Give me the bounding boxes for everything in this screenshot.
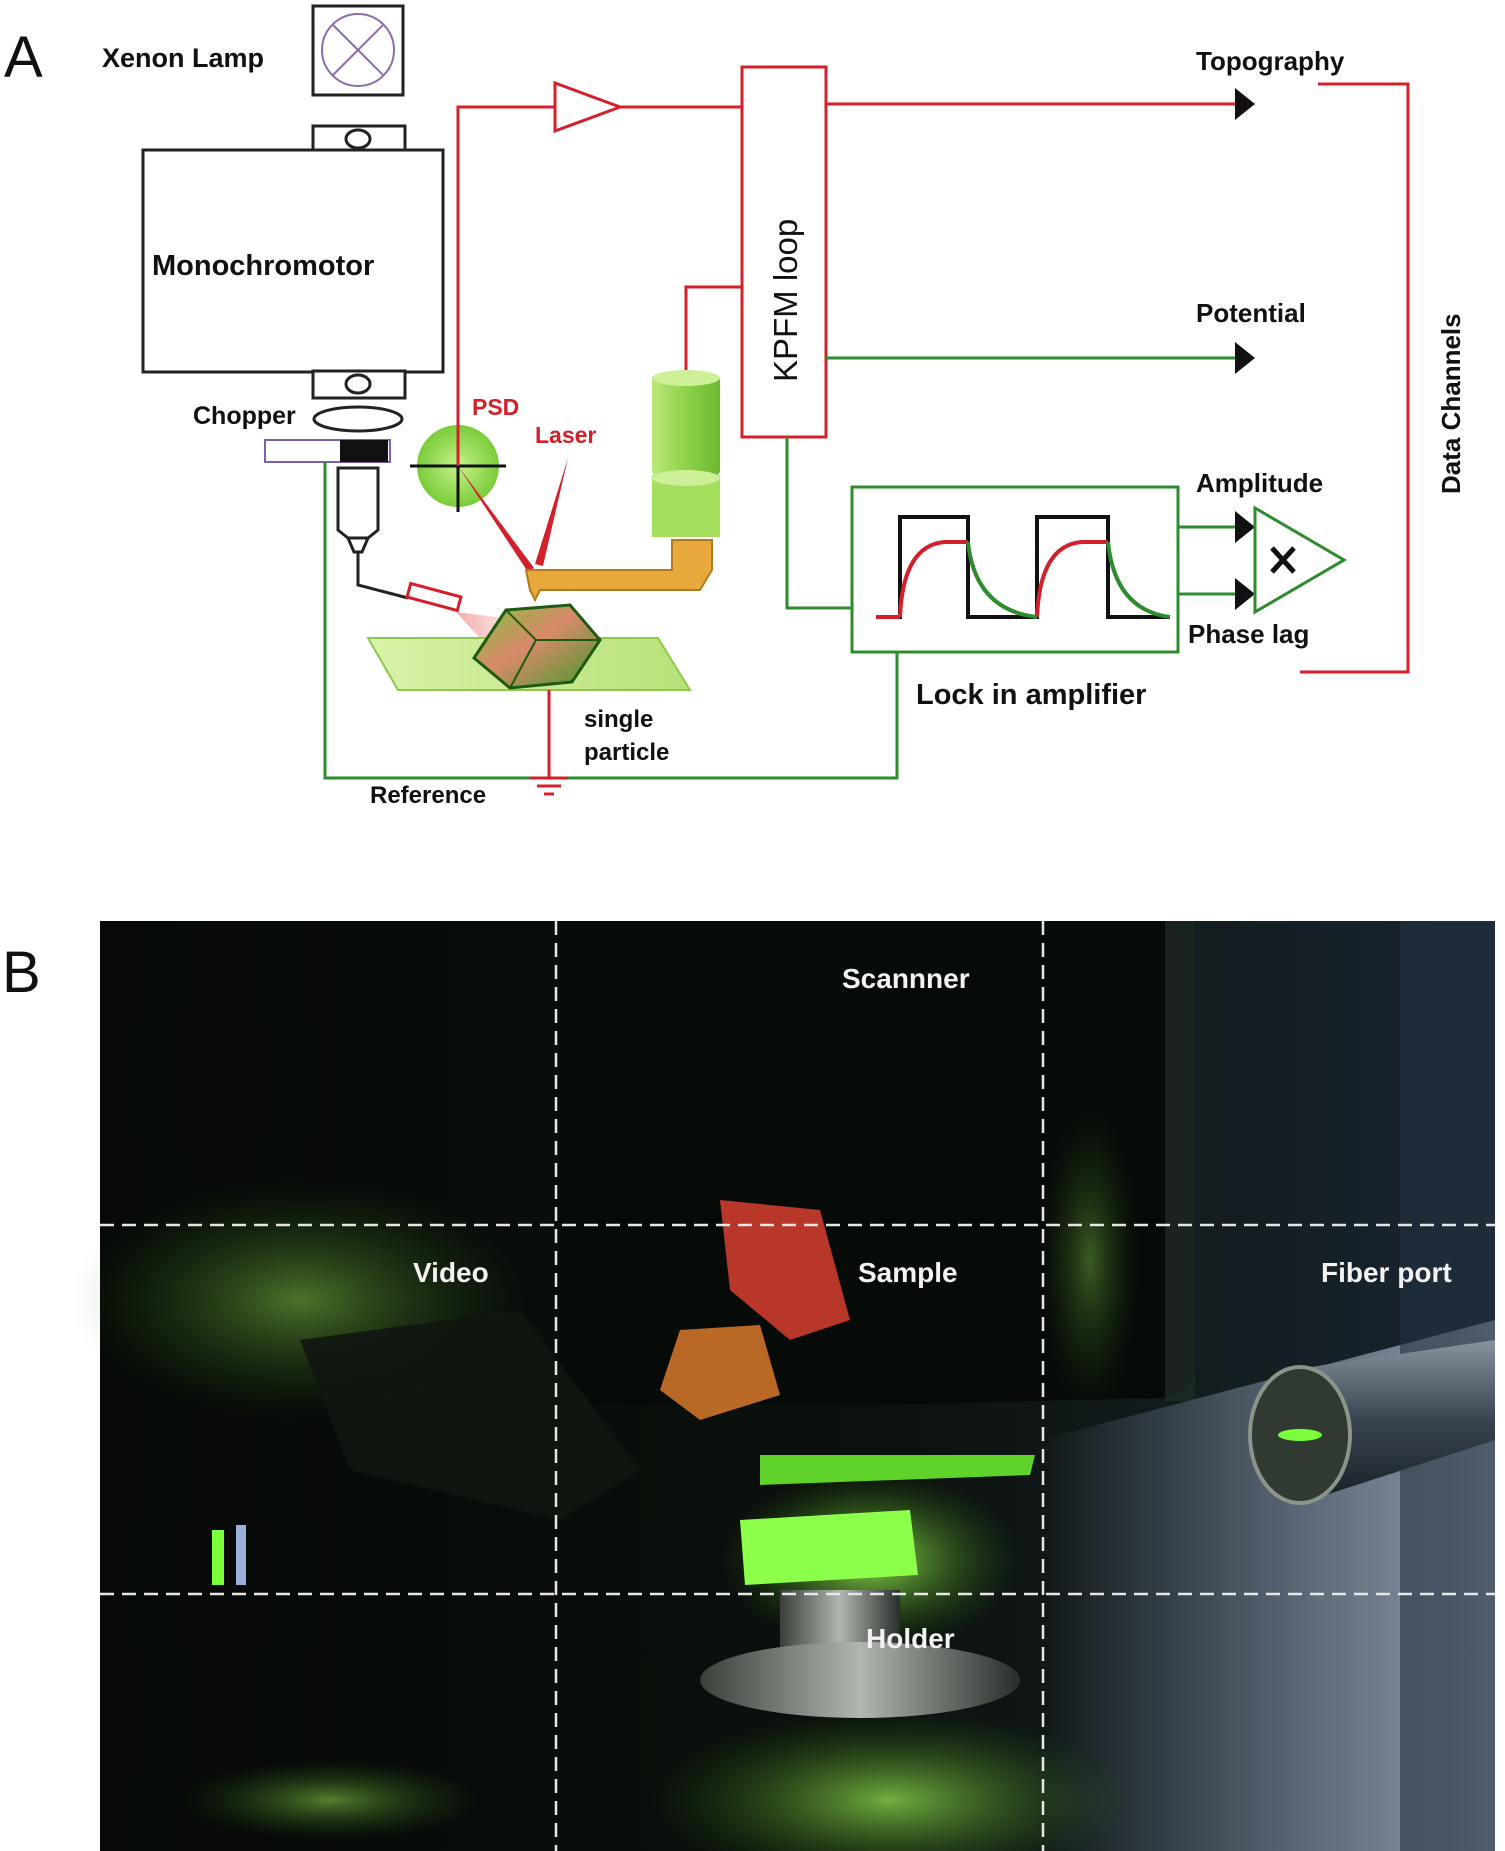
topography-label: Topography	[1196, 46, 1345, 76]
xenon-lamp-icon	[311, 4, 405, 97]
lock-in-amplifier-label: Lock in amplifier	[916, 679, 1146, 711]
fiber-objective	[336, 466, 520, 660]
panel-a-letter: A	[4, 25, 43, 90]
fiber-port-icon	[1248, 1340, 1495, 1505]
red-signal-lines	[456, 82, 1410, 674]
reference-label: Reference	[370, 782, 486, 809]
scanner-label: Scannner	[842, 963, 970, 994]
topography-arrow-icon	[1235, 88, 1255, 120]
panel-b-letter: B	[2, 940, 41, 1005]
potential-arrow-icon	[1235, 342, 1255, 374]
square-wave-signal	[876, 515, 1171, 619]
scanner-tube	[652, 370, 720, 537]
holder-label: Holder	[866, 1623, 955, 1654]
xenon-lamp-label: Xenon Lamp	[102, 43, 264, 73]
lock-in-amplifier-box	[850, 485, 1180, 654]
single-label: single	[584, 706, 653, 733]
chopper-wheel	[264, 439, 391, 463]
kpfm-loop-box	[740, 65, 828, 439]
afm-photo	[70, 921, 1495, 1851]
chopper-label: Chopper	[193, 402, 296, 430]
sample-stage	[366, 603, 692, 691]
psd-detector	[410, 420, 534, 572]
sample-label: Sample	[858, 1257, 958, 1288]
monochromator-box	[141, 124, 445, 400]
panel-b: B	[2, 921, 1495, 1851]
laser-beam	[535, 458, 568, 566]
video-label: Video	[413, 1257, 489, 1288]
preamp-triangle	[553, 80, 625, 134]
amplitude-arrow-icon	[1235, 511, 1255, 543]
phase-lag-arrow-icon	[1235, 578, 1255, 610]
grid-lines	[100, 921, 1495, 1851]
fiber-port-label: Fiber port	[1321, 1257, 1452, 1288]
particle-label: particle	[584, 739, 669, 766]
monochromator-label: Monochromotor	[152, 250, 374, 282]
cantilever	[524, 539, 713, 603]
ground-symbol-icon	[530, 690, 568, 796]
laser-label: Laser	[535, 422, 596, 448]
potential-label: Potential	[1196, 298, 1306, 328]
green-signal-lines	[323, 356, 1235, 780]
multiplier-icon	[1253, 505, 1347, 615]
panel-a: A Xenon Lamp Monochromotor Chopper	[4, 4, 1466, 809]
amplitude-label: Amplitude	[1196, 468, 1323, 498]
data-channels-label: Data Channels	[1436, 313, 1466, 494]
phase-lag-label: Phase lag	[1188, 619, 1309, 649]
kpfm-loop-label: KPFM loop	[767, 219, 804, 382]
psd-label: PSD	[472, 394, 519, 420]
chopper-lens	[312, 405, 404, 433]
